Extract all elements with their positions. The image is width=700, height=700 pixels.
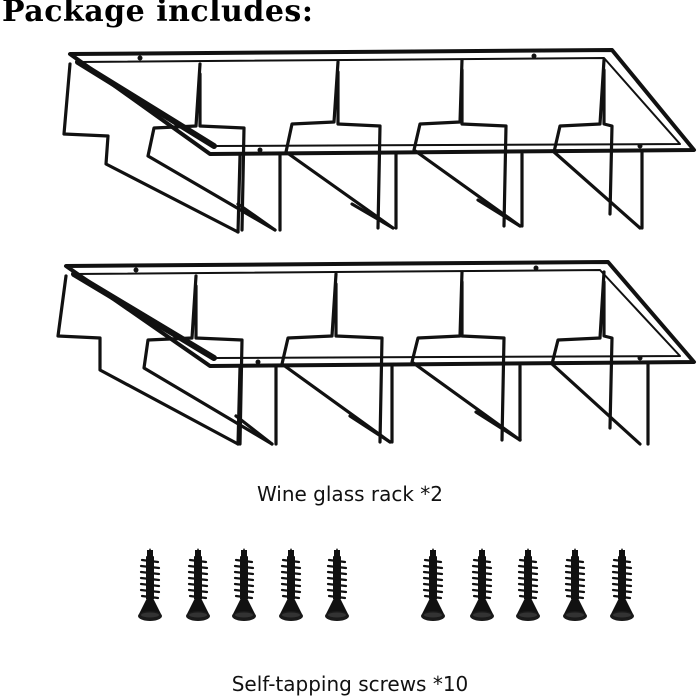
screw-icon: [419, 548, 447, 628]
screw-icon: [514, 548, 542, 628]
screw-icon: [468, 548, 496, 628]
wine-glass-rack-image-2: [0, 258, 700, 458]
screw-icon: [608, 548, 636, 628]
screws-caption: Self-tapping screws *10: [231, 672, 469, 696]
screw-icon: [561, 548, 589, 628]
screw-icon: [277, 548, 305, 628]
rack-caption: Wine glass rack *2: [256, 482, 444, 506]
wine-glass-rack-image-1: [0, 44, 700, 244]
screw-icon: [230, 548, 258, 628]
screw-icon: [323, 548, 351, 628]
package-title: Package includes:: [2, 0, 314, 29]
wine-glass-rack-icon: [56, 260, 696, 446]
screw-icon: [184, 548, 212, 628]
screw-group: [0, 548, 700, 628]
screw-icon: [136, 548, 164, 628]
wine-glass-rack-icon: [62, 48, 696, 234]
